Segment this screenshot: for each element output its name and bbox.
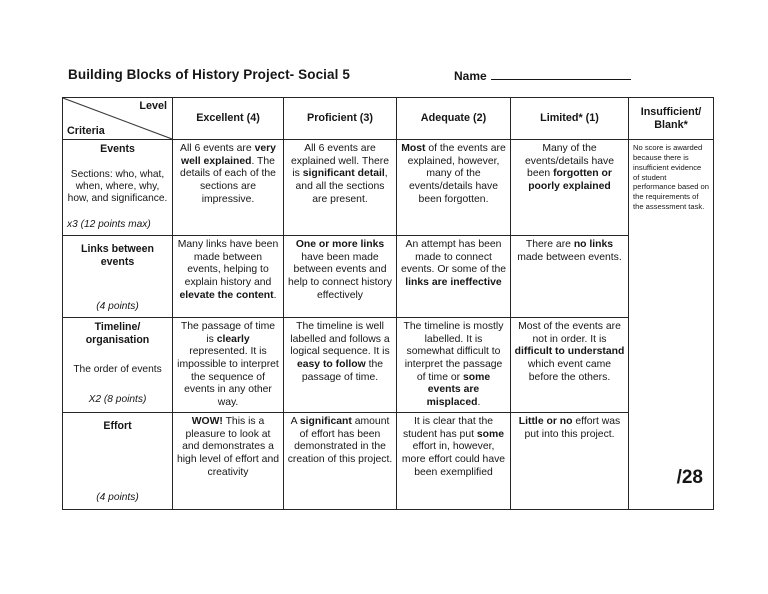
criteria-title: Events (100, 143, 135, 155)
row-timeline-organisation: Timeline/ organisation The order of even… (62, 317, 714, 413)
text-segment: . (477, 397, 481, 409)
text-segment: There are (525, 239, 574, 250)
text-segment: of the events are explained, however, ma… (407, 143, 506, 205)
spacer (633, 212, 709, 466)
text-segment: the passage of time. (301, 359, 384, 383)
insufficient-note: No score is awarded because there is ins… (633, 143, 709, 212)
text-segment: All 6 events are explained well. There i… (290, 143, 389, 180)
criteria-points: (4 points) (96, 300, 139, 312)
header-excellent: Excellent (4) (172, 97, 284, 140)
criteria-title: Links between events (81, 243, 154, 268)
text-segment: The passage of time is (180, 321, 276, 345)
text-segment: easy to follow (296, 359, 366, 371)
criteria-label: Criteria (67, 124, 105, 137)
text-segment: The timeline is mostly labelled. It is s… (403, 321, 504, 383)
text-segment: An attempt has been made to connect even… (400, 239, 507, 276)
cell-effort-adequate: It is clear that the student has put som… (396, 411, 511, 510)
document-header: Building Blocks of History Project- Soci… (62, 66, 768, 86)
text-segment: . (273, 289, 277, 301)
text-segment: some (476, 428, 505, 440)
cell-links-excellent: Many links have been made between events… (172, 235, 284, 318)
text-segment: no links (573, 239, 614, 250)
page-title: Building Blocks of History Project- Soci… (68, 67, 350, 82)
cell-effort-limited: Little or no effort was put into this pr… (510, 411, 629, 510)
text-segment: some events are misplaced (426, 371, 491, 409)
rubric-table: Level Criteria Excellent (4) Proficient … (62, 97, 714, 510)
cell-links-adequate: An attempt has been made to connect even… (396, 235, 511, 318)
text-segment: , and all the sections are present. (295, 168, 388, 205)
text-segment: represented. It is impossible to interpr… (177, 346, 279, 409)
text-segment: have been made between events and help t… (288, 251, 392, 301)
text-segment: significant (299, 415, 352, 427)
header-limited: Limited* (1) (510, 97, 629, 140)
row-events: Events Sections: who, what, when, where,… (62, 139, 714, 510)
name-label: Name (454, 69, 487, 83)
cell-effort-proficient: A significant amount of effort has been … (283, 411, 397, 510)
criteria-points: (4 points) (96, 492, 139, 504)
text-segment: . The details of each of the sections ar… (180, 155, 276, 205)
text-segment: Little or no (518, 415, 573, 427)
criteria-points: X2 (8 points) (88, 393, 147, 405)
text-segment: Most (401, 143, 426, 154)
text-segment: made between events. (517, 251, 622, 263)
header-insufficient-blank: Insufficient/ Blank* (628, 97, 714, 140)
text-segment: forgotten or poorly explained (528, 168, 612, 193)
cell-links-proficient: One or more links have been made between… (283, 235, 397, 318)
criteria-points: x3 (12 points max) (67, 218, 151, 230)
criteria-cell-events: Events Sections: who, what, when, where,… (62, 139, 173, 236)
header-row: Level Criteria Excellent (4) Proficient … (62, 97, 714, 140)
cell-timeline-excellent: The passage of time is clearly represent… (172, 317, 284, 413)
text-segment: WOW! (191, 415, 223, 427)
text-segment: One or more links (295, 239, 385, 250)
cell-links-limited: There are no links made between events. (510, 235, 629, 318)
total-score: /28 (676, 466, 703, 488)
insufficient-blank-cell: No score is awarded because there is ins… (628, 139, 714, 510)
name-field: Name (454, 67, 631, 85)
criteria-title: Timeline/ organisation (85, 321, 150, 346)
text-segment: links are ineffective (405, 277, 502, 289)
text-segment: clearly (216, 333, 250, 345)
text-segment: A (290, 415, 300, 427)
cell-events-limited: Many of the events/details have been for… (510, 139, 629, 236)
level-label: Level (139, 100, 167, 112)
text-segment: very well explained (181, 143, 276, 167)
header-proficient: Proficient (3) (283, 97, 397, 140)
cell-timeline-limited: Most of the events are not in order. It … (510, 317, 629, 413)
text-segment: difficult to understand (514, 346, 625, 358)
row-links-between-events: Links between events (4 points) Many lin… (62, 235, 714, 318)
header-adequate: Adequate (2) (396, 97, 511, 140)
text-segment: Most of the events are not in order. It … (518, 321, 621, 345)
cell-events-adequate: Most of the events are explained, howeve… (396, 139, 511, 236)
text-segment: This is a pleasure to look at and demons… (176, 415, 280, 478)
text-segment: significant detail (302, 168, 385, 180)
text-segment: Many of the events/details have been (525, 143, 614, 180)
criteria-title: Effort (103, 419, 132, 432)
cell-effort-excellent: WOW! This is a pleasure to look at and d… (172, 411, 284, 510)
criteria-description: The order of events (73, 363, 162, 375)
text-segment: It is clear that the student has put (402, 415, 494, 440)
text-segment: amount of effort has been demonstrated i… (287, 415, 393, 465)
text-segment: Many links have been made between events… (177, 239, 279, 289)
criteria-cell-timeline: Timeline/ organisation The order of even… (62, 317, 173, 413)
level-criteria-corner-cell: Level Criteria (62, 97, 173, 140)
diagonal-divider-line (63, 98, 172, 139)
cell-events-proficient: All 6 events are explained well. There i… (283, 139, 397, 236)
criteria-description: Sections: who, what, when, where, why, h… (67, 168, 168, 205)
text-segment: effort in, however, more effort could ha… (401, 441, 506, 478)
text-segment: which event came before the others. (527, 359, 612, 383)
text-segment: elevate the content (179, 289, 274, 301)
text-segment: The timeline is well labelled and follow… (290, 321, 390, 358)
criteria-cell-effort: Effort (4 points) (62, 411, 173, 510)
cell-timeline-adequate: The timeline is mostly labelled. It is s… (396, 317, 511, 413)
criteria-cell-links: Links between events (4 points) (62, 235, 173, 318)
row-effort: Effort (4 points) WOW! This is a pleasur… (62, 411, 714, 510)
text-segment: effort was put into this project. (524, 415, 621, 440)
cell-timeline-proficient: The timeline is well labelled and follow… (283, 317, 397, 413)
cell-events-excellent: All 6 events are very well explained. Th… (172, 139, 284, 236)
name-blank-line (490, 69, 631, 80)
text-segment: All 6 events are (180, 143, 255, 154)
